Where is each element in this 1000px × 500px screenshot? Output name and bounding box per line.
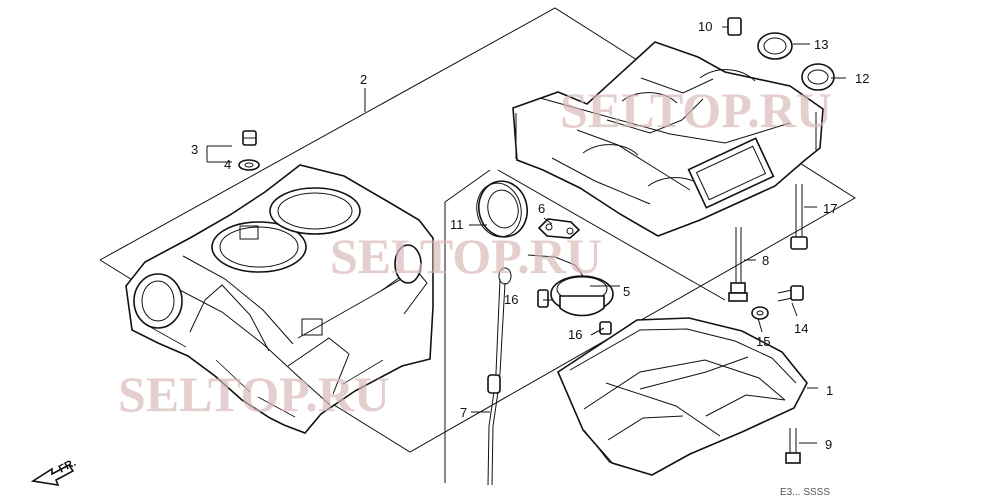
- front-arrow: FR.: [30, 457, 78, 487]
- callout-leaders: [206, 26, 846, 444]
- callout-9: 9: [825, 437, 832, 452]
- callout-4: 4: [224, 157, 231, 172]
- callout-16-lower: 16: [568, 327, 582, 342]
- callout-7: 7: [460, 405, 467, 420]
- callout-6: 6: [538, 201, 545, 216]
- bolt-16: [537, 289, 612, 335]
- stud-8: [728, 227, 748, 302]
- bolt-9: [785, 428, 801, 464]
- corner-code: E3... SSSS: [780, 487, 830, 498]
- callout-16-upper: 16: [504, 292, 518, 307]
- callout-17: 17: [823, 201, 837, 216]
- callout-13: 13: [814, 37, 828, 52]
- oil-strainer-5: [527, 254, 614, 317]
- dipstick-7: [487, 267, 512, 486]
- bolt-3-and-washer-4: [238, 130, 260, 171]
- callout-10: 10: [698, 19, 712, 34]
- callout-11: 11: [450, 217, 464, 232]
- watermarks: SELTOP.RU SELTOP.RU SELTOP.RU: [118, 82, 832, 422]
- callout-8: 8: [762, 253, 769, 268]
- front-label: FR.: [57, 457, 78, 476]
- cylinder-block: [125, 164, 434, 434]
- callout-15: 15: [756, 334, 770, 349]
- oil-seal-12: [801, 63, 835, 91]
- callout-2: 2: [360, 72, 367, 87]
- watermark-middle: SELTOP.RU: [330, 228, 602, 284]
- watermark-bottom: SELTOP.RU: [118, 366, 390, 422]
- callout-12: 12: [855, 71, 869, 86]
- callout-5: 5: [623, 284, 630, 299]
- oil-seal-11: [476, 180, 528, 238]
- bolt-14-and-washer-15: [751, 285, 804, 320]
- callout-1: 1: [826, 383, 833, 398]
- gasket-6: [537, 218, 581, 239]
- callout-numbers: 1 2 3 4 5 6 7 8 9 10 11 12 13 14 15 16 1…: [191, 19, 869, 452]
- upper-crankcase: [512, 41, 824, 237]
- dowel-10: [727, 17, 742, 36]
- oil-pan: [556, 317, 808, 476]
- bolt-17: [790, 184, 808, 250]
- watermark-top: SELTOP.RU: [560, 82, 832, 138]
- callout-14: 14: [794, 321, 808, 336]
- oil-seal-13: [757, 32, 793, 60]
- callout-3: 3: [191, 142, 198, 157]
